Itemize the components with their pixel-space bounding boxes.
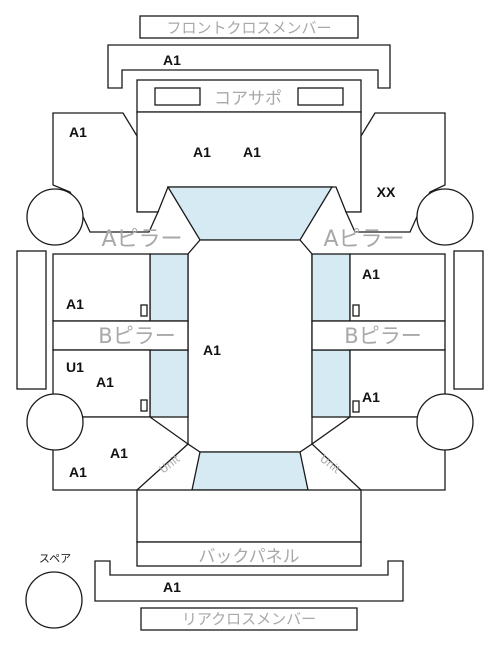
window-front-right	[311, 253, 351, 322]
front-door-left-code: A1	[66, 296, 84, 312]
core-support-label: コアサポ	[214, 89, 282, 109]
rear-door-right-code: A1	[362, 389, 380, 405]
spare-tire[interactable]	[25, 571, 83, 629]
headlight-left	[154, 87, 201, 106]
handle-front-right	[352, 304, 360, 317]
roof-code: A1	[203, 342, 221, 358]
side-mirror-right[interactable]	[453, 250, 484, 390]
front-fender-right-code: XX	[377, 184, 396, 200]
a-pillar-right-label: Aピラー	[323, 227, 404, 252]
wheel-rear-left[interactable]	[26, 393, 84, 451]
b-pillar-left-label: Bピラー	[98, 324, 175, 348]
front-door-left[interactable]	[52, 253, 151, 322]
rear-cross-member-label: リアクロスメンバー	[182, 610, 316, 628]
window-front-left	[149, 253, 189, 322]
back-panel[interactable]	[136, 541, 362, 567]
window-rear-left	[149, 349, 189, 418]
front-cross-member-label: フロントクロスメンバー	[166, 19, 331, 37]
back-panel-label: バックパネル	[198, 547, 299, 567]
a-pillar-left-label: Aピラー	[101, 227, 182, 252]
hood-code-right: A1	[243, 144, 261, 160]
wheel-rear-right[interactable]	[416, 393, 474, 451]
spare-label: スペア	[39, 552, 71, 565]
front-door-right[interactable]	[349, 253, 446, 322]
rear-door-left-u-code: U1	[66, 359, 84, 375]
quarter-left-lower-code: A1	[69, 464, 87, 480]
rear-bumper-code: A1	[163, 579, 181, 595]
window-rear-right	[311, 349, 351, 418]
front-fender-left-code: A1	[69, 124, 87, 140]
handle-rear-right	[352, 400, 360, 413]
front-bumper-code: A1	[163, 52, 181, 68]
front-cross-member-box	[139, 15, 359, 39]
hood-code-left: A1	[193, 144, 211, 160]
headlight-right	[297, 87, 344, 106]
rear-window[interactable]	[191, 451, 309, 491]
front-fender-right[interactable]	[344, 112, 446, 233]
windshield[interactable]	[166, 186, 334, 241]
quarter-left-code: A1	[110, 445, 128, 461]
rear-door-left-code: A1	[96, 374, 114, 390]
rear-cross-member-box	[140, 607, 358, 631]
wheel-front-right[interactable]	[416, 188, 474, 246]
front-door-right-code: A1	[362, 266, 380, 282]
b-pillar-left[interactable]	[52, 320, 189, 351]
trunk[interactable]	[136, 489, 362, 543]
rear-bumper[interactable]	[94, 560, 404, 602]
wheel-front-left[interactable]	[26, 188, 84, 246]
handle-front-left	[140, 304, 148, 317]
b-pillar-right[interactable]	[311, 320, 446, 351]
handle-rear-left	[140, 399, 148, 412]
side-mirror-left[interactable]	[16, 250, 47, 390]
front-bumper[interactable]	[107, 44, 391, 89]
b-pillar-right-label: Bピラー	[344, 324, 421, 348]
